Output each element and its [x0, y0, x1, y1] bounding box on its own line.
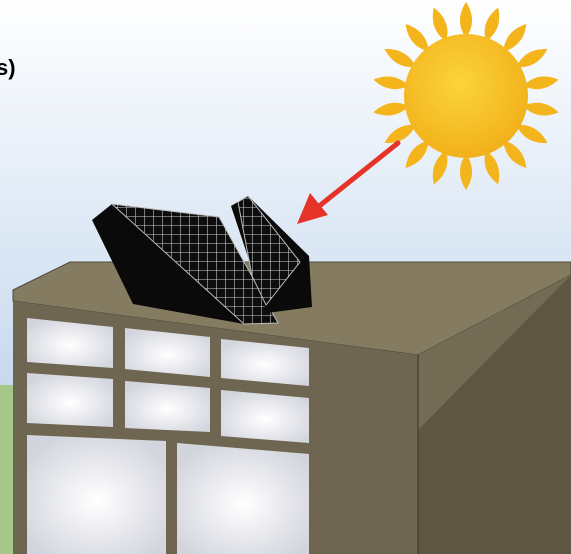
window — [125, 381, 210, 432]
window — [177, 443, 309, 554]
sun-icon — [373, 2, 559, 190]
window — [221, 339, 309, 386]
window — [125, 328, 210, 377]
window — [221, 390, 309, 443]
window — [27, 318, 113, 368]
window — [27, 373, 113, 427]
solar-panel-icon — [92, 195, 312, 325]
building-side-shadow — [418, 275, 571, 554]
figure-label: s) — [0, 55, 16, 80]
sunlight-arrow-icon — [297, 140, 401, 224]
window — [27, 435, 166, 554]
